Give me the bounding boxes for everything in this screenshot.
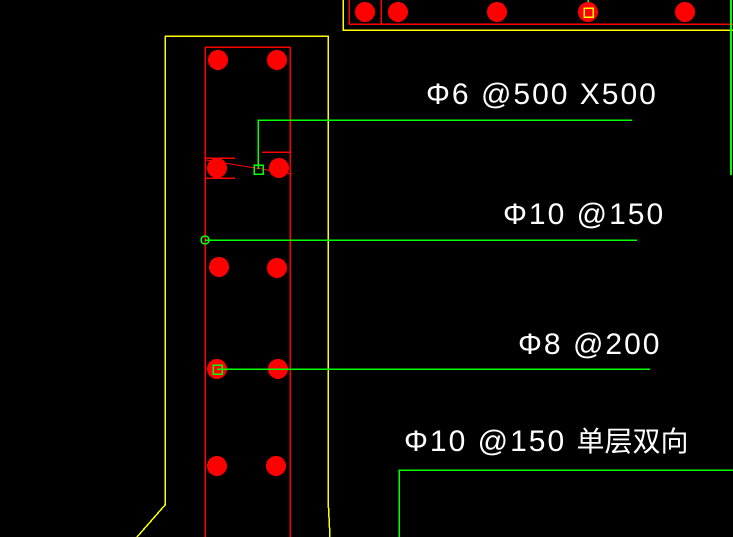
leader-lines-group (200, 119, 733, 537)
beam-section-group (342, 0, 733, 175)
rebar-dot (266, 456, 286, 476)
snap-marker-square (583, 7, 594, 18)
snap-marker-circle (200, 235, 210, 245)
column-rebar-dots (207, 50, 289, 476)
rebar-dot (267, 50, 287, 70)
leader-line-4 (398, 469, 733, 537)
rebar-dot (209, 257, 229, 277)
snap-marker-square (253, 164, 264, 175)
rebar-dot (487, 2, 507, 22)
rebar-dot (267, 258, 287, 278)
rebar-dot (207, 158, 227, 178)
rebar-dot (207, 456, 227, 476)
snap-marker-square (212, 364, 223, 375)
column-boundary-right-yellow (165, 35, 331, 537)
leader-line-1 (257, 119, 632, 169)
beam-rebar-dots (355, 2, 695, 22)
rebar-dot (578, 2, 598, 22)
rebar-dot (208, 50, 228, 70)
rebar-dot (269, 158, 289, 178)
column-boundary-group (136, 35, 331, 537)
beam-boundary-yellow (342, 0, 733, 31)
rebar-dot (355, 2, 375, 22)
column-boundary-left-yellow (136, 36, 166, 537)
rebar-dot (388, 2, 408, 22)
rebar-dot (675, 2, 695, 22)
